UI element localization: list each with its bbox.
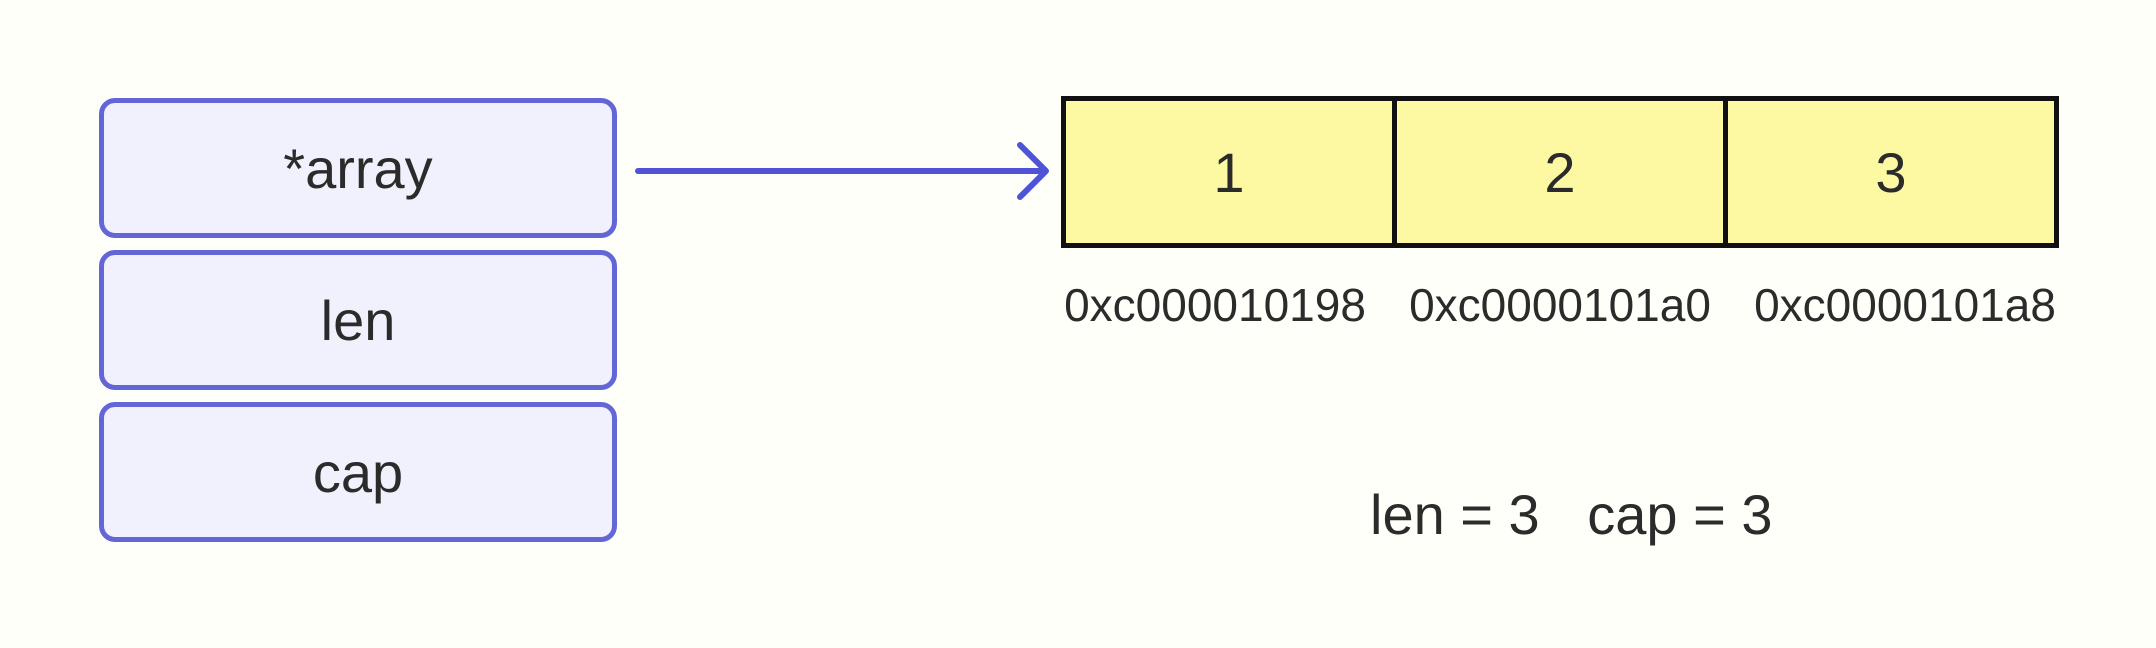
cap-summary: cap = 3 — [1587, 483, 1773, 546]
array-address: 0xc000010198 — [1064, 279, 1366, 331]
slice-field-cap: cap — [99, 402, 617, 542]
slice-field-label: *array — [283, 136, 433, 200]
array-addresses: 0xc000010198 0xc0000101a0 0xc0000101a8 — [1050, 278, 2070, 332]
len-summary: len = 3 — [1370, 483, 1540, 546]
array-cell: 3 — [1723, 101, 2054, 243]
array-address: 0xc0000101a8 — [1754, 279, 2056, 331]
backing-array: 1 2 3 — [1061, 96, 2059, 248]
array-cell: 2 — [1392, 101, 1723, 243]
array-cell: 1 — [1066, 101, 1392, 243]
slice-field-label: len — [320, 288, 396, 352]
pointer-arrow-icon — [635, 142, 1049, 200]
array-cell-value: 3 — [1875, 140, 1907, 204]
slice-field-label: cap — [312, 440, 404, 504]
slice-field-array-pointer: *array — [99, 98, 617, 238]
array-address: 0xc0000101a0 — [1409, 279, 1711, 331]
len-cap-summary: len = 3 cap = 3 — [1370, 482, 1773, 547]
slice-field-len: len — [99, 250, 617, 390]
array-cell-value: 2 — [1544, 140, 1576, 204]
array-cell-value: 1 — [1213, 140, 1245, 204]
